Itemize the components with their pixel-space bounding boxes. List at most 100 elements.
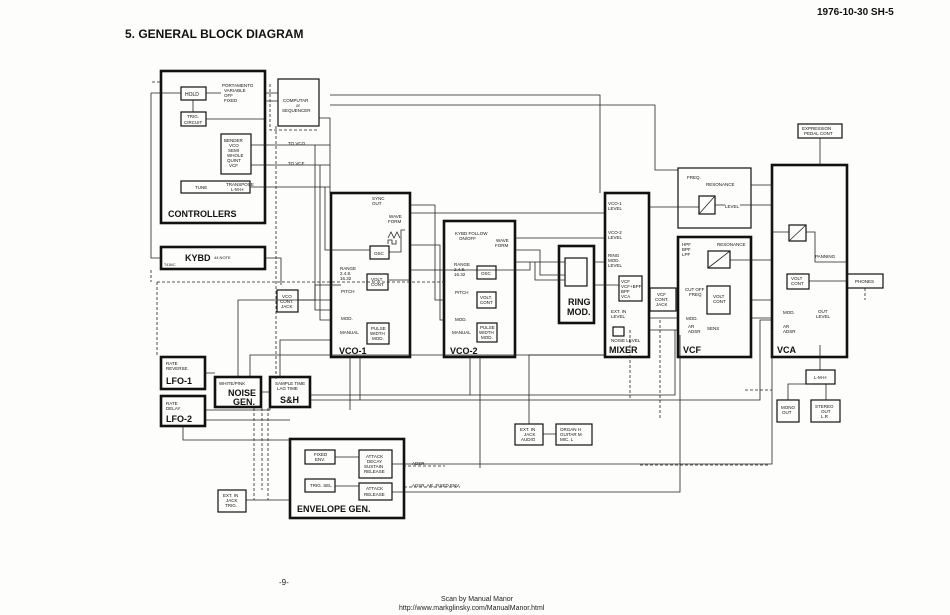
mixer-vco2-level: VCO-2 LEVEL xyxy=(608,230,623,240)
vco-cont-jack-box xyxy=(276,289,299,313)
mixer-noise-level: NOISE LEVEL xyxy=(611,338,641,343)
mono-out-label: MONO OUT xyxy=(781,405,796,415)
ring-mod-inner xyxy=(564,257,588,287)
vcf-level-label: LEVEL xyxy=(725,204,740,209)
vcf-freq-label: FREQ. xyxy=(687,175,701,180)
signal-lines xyxy=(150,92,848,501)
phones-label: PHONES xyxy=(855,279,874,284)
vco1-waveform-label: WAVE FORM xyxy=(388,214,403,224)
vco1-osc-box xyxy=(369,245,390,260)
vcf-freq-box xyxy=(677,167,752,229)
vco-cont-jack-label: VCO CONT. JACK xyxy=(280,294,295,309)
mixer-title: MIXER xyxy=(609,345,638,355)
vco1-sync-label: SYNC OUT xyxy=(372,196,386,206)
vco1-box xyxy=(329,191,412,359)
vco2-title: VCO-2 xyxy=(450,346,478,356)
dashed-lines xyxy=(150,81,866,500)
vcf-title: VCF xyxy=(683,345,702,355)
mixer-ring-level: RING MOD. LEVEL xyxy=(608,253,623,268)
vcf-resonance-label: RESONANCE xyxy=(706,182,735,187)
vcf-hpf-label: HPF BPF LPF xyxy=(682,242,692,257)
envelope-box xyxy=(288,437,406,520)
adsr-out-label: ADSR xyxy=(412,461,425,466)
ar-box xyxy=(358,482,393,501)
adsr-ar-out-label: ADSR, AR, FIXED ENV. xyxy=(412,483,460,488)
noise-title: NOISE GEN. xyxy=(228,388,259,407)
vco2-waveform-label: WAVE FORM xyxy=(495,238,510,248)
portamento-label: PORTAMENTO VARIABLE OFF FIXED xyxy=(222,83,255,103)
trig-sel-box xyxy=(304,478,336,493)
vco1-title: VCO-1 xyxy=(339,346,367,356)
vcf-cont-jack-box xyxy=(649,287,677,312)
ext-audio-source-box xyxy=(555,423,593,446)
to-vcf-label: TO VCF xyxy=(288,161,305,166)
vcf-cont-jack-label: VCF CONT. JACK xyxy=(655,292,670,307)
fixed-env-label: FIXED ENV. xyxy=(314,452,329,462)
keyboard-box xyxy=(159,245,267,271)
stereo-out-box xyxy=(810,399,841,423)
bender-box xyxy=(220,133,252,175)
computer-label: COMPUTAR or SEQUENCER xyxy=(282,98,311,113)
vcf-ar-adsr-label: AR ADSR xyxy=(688,324,701,334)
vco2-osc-label: OSC xyxy=(481,271,492,276)
lfo1-sub: RATE REVERSE. xyxy=(166,361,189,371)
keyboard-title: KYBD xyxy=(185,253,211,263)
scan-url[interactable]: http://www.markglinsky.com/ManualManor.h… xyxy=(399,605,545,612)
vco1-pulse-box xyxy=(366,322,390,345)
vco1-manual-label: MANUAL xyxy=(340,330,359,335)
vco2-box xyxy=(442,219,517,359)
sh-sub: SAMPLE TIME LAG TIME xyxy=(275,381,306,391)
mixer-vco1-level: VCO-1 LEVEL xyxy=(608,201,623,211)
vca-volt-cont-label: VOLT CONT xyxy=(791,276,804,286)
hold-box xyxy=(180,86,207,101)
mixer-types-label: VCF VCF+BPF BPF VCA xyxy=(621,279,643,299)
page-number: -9- xyxy=(279,578,289,587)
hold-label: HOLD xyxy=(185,92,199,98)
lfo2-sub: RATE DELAY xyxy=(166,401,180,411)
vco2-manual-label: MANUAL xyxy=(452,330,471,335)
mixer-select-box xyxy=(618,275,643,302)
mixer-box xyxy=(603,191,651,359)
vca-amp-symbol xyxy=(788,224,807,242)
vca-ar-adsr-label: AR ADSR xyxy=(783,324,796,334)
ar-box-label: ATTACK RELEASE xyxy=(364,486,385,497)
vco2-volt-box xyxy=(476,291,497,309)
vcf-box xyxy=(676,235,753,359)
vcf-filter-box xyxy=(707,250,731,269)
vcf-cutoff-label: CUT OFF FREQ xyxy=(685,287,706,297)
vca-mod-label: MOD. xyxy=(783,310,795,315)
vco2-pulse-box xyxy=(476,322,498,343)
trig-circuit-label: TRIG. CIRCUIT xyxy=(184,114,202,125)
mixer-noise-amp xyxy=(612,326,625,337)
bender-label: BENDER VCO SEMI WHOLE QUINT VCF xyxy=(224,138,245,168)
tune-label: TUNE xyxy=(195,185,207,190)
vco2-range-label: RANGE 2.4.8. 16.32 xyxy=(454,262,471,277)
vca-box xyxy=(770,163,849,359)
vco1-osc-label: OSC xyxy=(374,251,385,256)
mixer-ext-in-level: EXT. IN LEVEL xyxy=(611,309,628,319)
computer-box xyxy=(277,78,320,127)
sh-title: S&H xyxy=(280,395,299,405)
vca-volt-cont-box xyxy=(786,273,810,290)
vco1-pitch-label: PITCH xyxy=(341,289,355,294)
section-title: 5. GENERAL BLOCK DIAGRAM xyxy=(125,27,304,41)
vco2-volt-label: VOLT. CONT xyxy=(480,295,493,305)
vco2-mod-label: MOD. xyxy=(455,317,467,322)
ring-mod-box xyxy=(557,244,596,325)
envelope-title: ENVELOPE GEN. xyxy=(297,504,371,514)
vco2-pitch-label: PITCH xyxy=(455,290,469,295)
trig-sel-label: TRIG. SEL xyxy=(310,483,332,488)
ring-mod-title: RING MOD. xyxy=(567,297,593,317)
vco2-osc-box xyxy=(476,265,497,280)
ext-trig-box xyxy=(217,489,247,513)
vco1-volt-label: VOLT. CONT xyxy=(371,277,384,287)
expression-label: EXPRESSION PEDAL CONT xyxy=(802,126,833,136)
keyboard-note: 44 NOTE xyxy=(214,255,231,260)
lfo1-title: LFO-1 xyxy=(166,376,192,386)
keyboard-sub: T416/C xyxy=(164,263,176,267)
lfo2-title: LFO-2 xyxy=(166,414,192,424)
vco2-pulse-label: PULSE WIDTH MOD. xyxy=(479,325,496,340)
controllers-box xyxy=(159,69,267,225)
lmh-label: L-M-H xyxy=(814,375,827,380)
